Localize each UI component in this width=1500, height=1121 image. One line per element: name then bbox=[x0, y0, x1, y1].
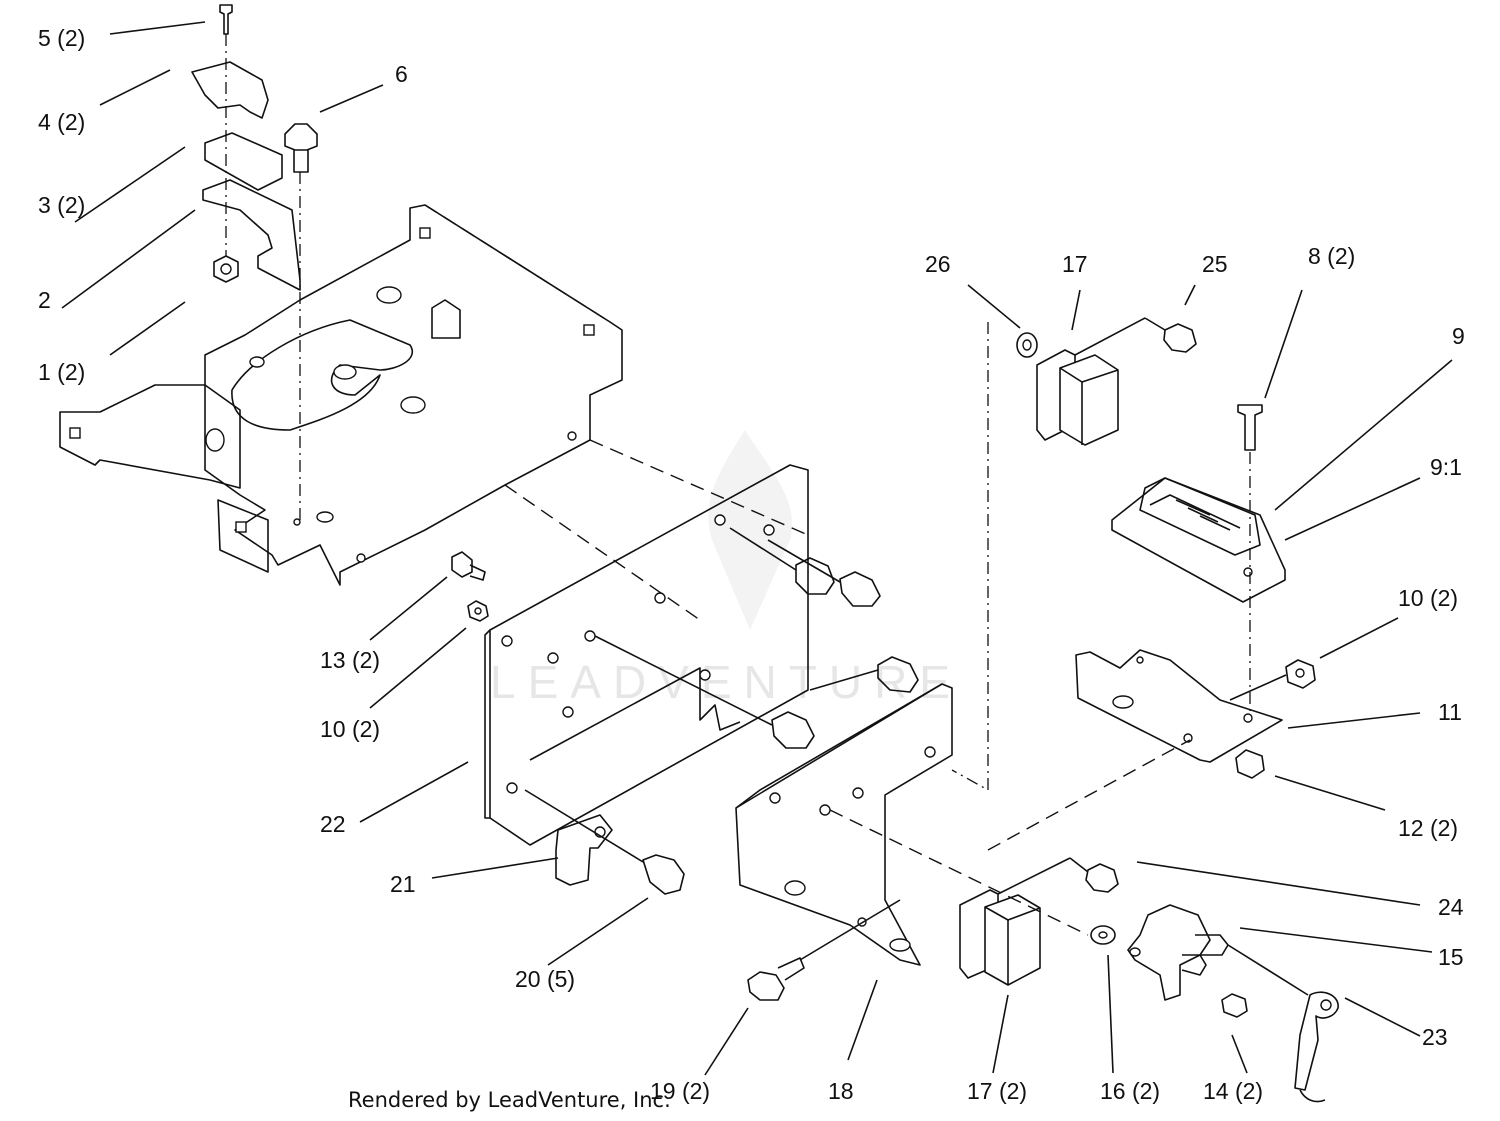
callout-6: 6 bbox=[395, 61, 408, 87]
callout-17-upper: 17 bbox=[1062, 251, 1088, 277]
part-nut-12 bbox=[1235, 749, 1265, 779]
callout-20: 20 (5) bbox=[515, 966, 575, 992]
part-switch-assembly bbox=[191, 4, 318, 525]
part-nut-10-right bbox=[1229, 659, 1316, 701]
part-angle-bracket bbox=[735, 683, 953, 966]
callout-10-right: 10 (2) bbox=[1398, 585, 1458, 611]
part-bolts-plate bbox=[594, 527, 919, 749]
part-screw-24 bbox=[997, 857, 1119, 895]
callout-24: 24 bbox=[1438, 894, 1464, 920]
watermark-logo-icon bbox=[708, 430, 792, 630]
callout-labels: 5 (2) 4 (2) 6 3 (2) 2 1 (2) 26 17 25 8 (… bbox=[38, 25, 1465, 1104]
callout-16: 16 (2) bbox=[1100, 1078, 1160, 1104]
part-bracket-11 bbox=[1075, 649, 1283, 763]
callout-1: 1 (2) bbox=[38, 359, 85, 385]
callout-8: 8 (2) bbox=[1308, 243, 1355, 269]
part-solenoid bbox=[1127, 904, 1229, 1001]
part-screw-20 bbox=[524, 789, 685, 895]
callout-17-lower: 17 (2) bbox=[967, 1078, 1027, 1104]
callout-19: 19 (2) bbox=[650, 1078, 710, 1104]
part-washer-16 bbox=[1090, 925, 1116, 945]
callout-3: 3 (2) bbox=[38, 192, 85, 218]
callout-18: 18 bbox=[828, 1078, 854, 1104]
part-screw-25 bbox=[1074, 317, 1197, 356]
part-fuse-block bbox=[1111, 477, 1286, 603]
callout-11: 11 bbox=[1438, 699, 1462, 725]
callout-12: 12 (2) bbox=[1398, 815, 1458, 841]
part-bolt-13 bbox=[451, 551, 486, 581]
callout-21: 21 bbox=[390, 871, 416, 897]
callout-13: 13 (2) bbox=[320, 647, 380, 673]
part-screw-8 bbox=[1237, 404, 1263, 720]
part-base-plate bbox=[59, 204, 623, 586]
callout-26: 26 bbox=[925, 251, 951, 277]
callout-4: 4 (2) bbox=[38, 109, 85, 135]
part-nut-14 bbox=[1221, 993, 1248, 1018]
part-relay-upper bbox=[1036, 349, 1119, 446]
watermark-text: LEADVENTURE bbox=[490, 656, 962, 708]
leader-lines bbox=[61, 21, 1453, 1076]
part-bolt-19 bbox=[747, 899, 901, 1001]
callout-10-left: 10 (2) bbox=[320, 716, 380, 742]
part-cable-23 bbox=[1227, 944, 1339, 1103]
callout-2: 2 bbox=[38, 287, 51, 313]
callout-22: 22 bbox=[320, 811, 346, 837]
credit-text: Rendered by LeadVenture, Inc. bbox=[348, 1088, 671, 1112]
callout-23: 23 bbox=[1422, 1024, 1448, 1050]
callout-5: 5 (2) bbox=[38, 25, 85, 51]
callout-15: 15 bbox=[1438, 944, 1464, 970]
part-relay-lower bbox=[959, 889, 1041, 986]
callout-14: 14 (2) bbox=[1203, 1078, 1263, 1104]
callout-9-1: 9:1 bbox=[1430, 454, 1462, 480]
part-nut-10-left bbox=[467, 600, 489, 622]
part-washer-26 bbox=[1016, 332, 1038, 358]
callout-9: 9 bbox=[1452, 323, 1465, 349]
callout-25: 25 bbox=[1202, 251, 1228, 277]
